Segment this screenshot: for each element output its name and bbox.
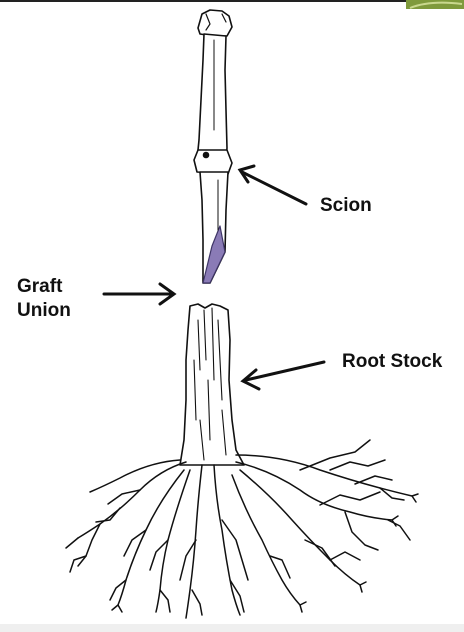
- scion-node: [194, 150, 232, 174]
- scion-arrow: [240, 166, 306, 204]
- graft-union-label-line1: Graft: [17, 275, 71, 299]
- root-stock-arrow: [243, 362, 324, 389]
- bottom-border-band: [0, 624, 464, 632]
- root-stock-label: Root Stock: [342, 350, 442, 374]
- graft-union-arrow: [104, 284, 174, 304]
- leaf-corner-image: [406, 0, 464, 9]
- root-stock-trunk: [180, 304, 244, 465]
- scion-label: Scion: [320, 194, 372, 218]
- root-system: [66, 440, 418, 618]
- scion-top-bud: [198, 10, 232, 36]
- graft-union-label: Graft Union: [17, 275, 71, 323]
- graft-union-label-line2: Union: [17, 299, 71, 323]
- scion-illustration: [194, 10, 232, 283]
